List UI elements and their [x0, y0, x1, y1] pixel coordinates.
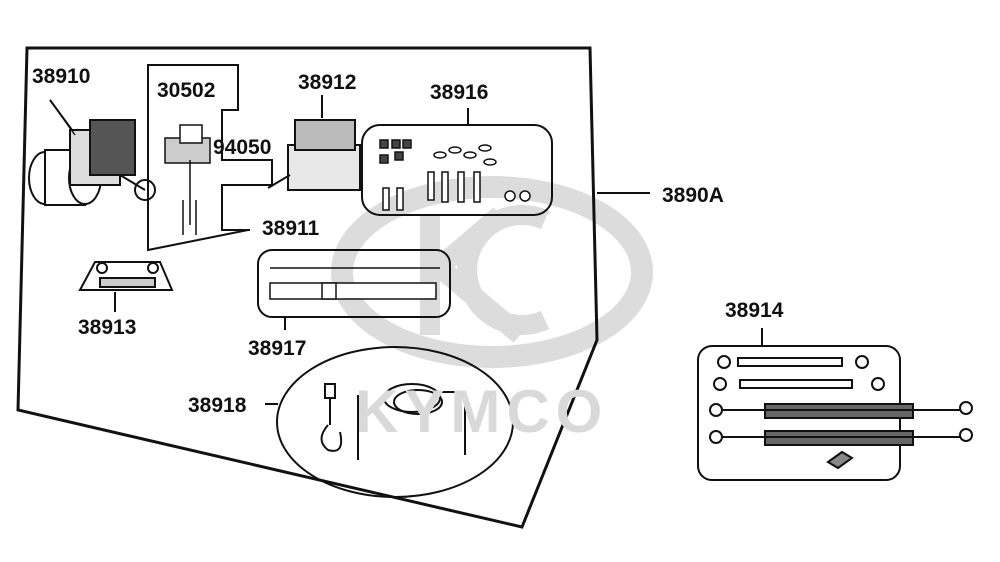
label-38911: 38911: [262, 217, 320, 240]
label-38912: 38912: [298, 71, 357, 94]
wiring-outline: [147, 64, 273, 252]
label-38914: 38914: [725, 299, 784, 322]
hardware-kit-box: [361, 124, 553, 216]
label-38910: 38910: [32, 65, 91, 88]
label-94050: 94050: [213, 136, 272, 159]
label-30502: 30502: [157, 79, 216, 102]
winch-drawing: [28, 99, 156, 206]
cables-drawing: [709, 355, 973, 470]
label-38917: 38917: [248, 337, 307, 360]
fairlead-drawing: [78, 261, 174, 291]
label-38918: 38918: [188, 394, 247, 417]
relay-bracket-drawing: [164, 124, 211, 235]
watermark-text: KYMCO: [355, 378, 609, 445]
solenoid-drawing: [267, 95, 361, 191]
label-3890a: 3890A: [662, 184, 724, 207]
part-38917-box: [257, 249, 451, 318]
label-38916: 38916: [430, 81, 489, 104]
hardware-items: [379, 139, 531, 211]
kit-outline: [16, 46, 599, 529]
hook-cable-drawing: [320, 383, 466, 460]
part-38917-drawing: [269, 267, 440, 300]
label-38913: 38913: [78, 316, 137, 339]
hook-cable-outline: [276, 346, 514, 498]
